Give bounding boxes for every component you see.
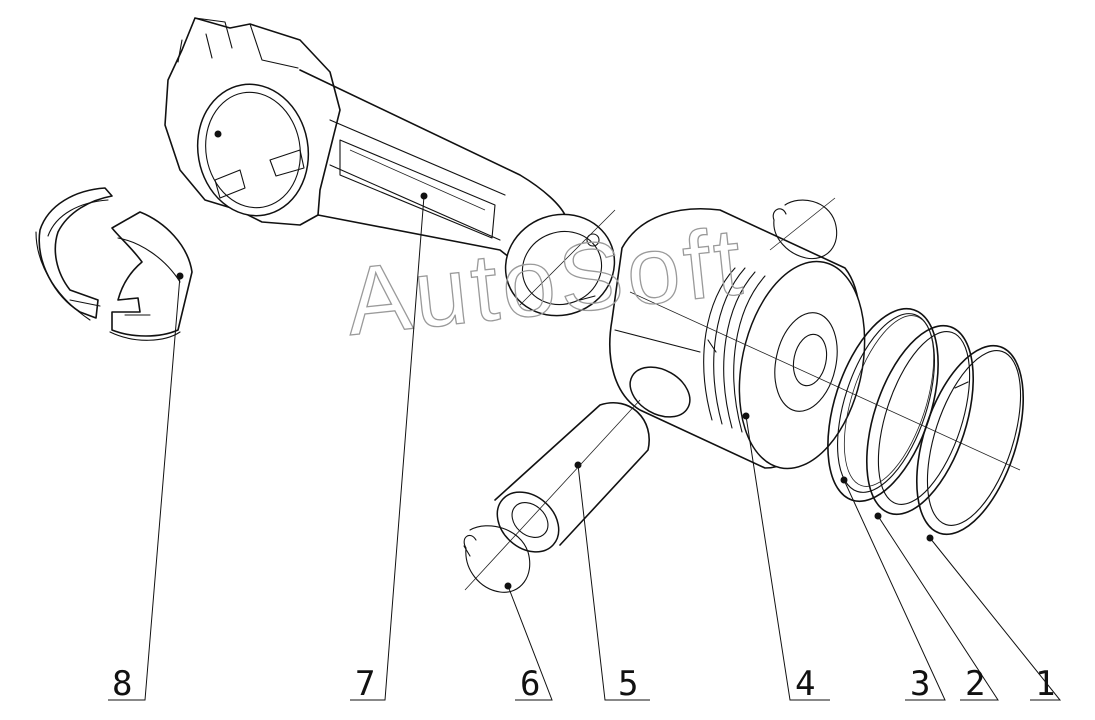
- watermark-text: AutoSoft: [341, 208, 750, 356]
- callout-7: 7: [355, 664, 375, 704]
- callout-3: 3: [910, 664, 930, 704]
- callout-8: 8: [112, 664, 132, 704]
- piston-ring-2: [865, 324, 975, 520]
- piston-pin: [464, 399, 650, 591]
- piston: [609, 197, 1021, 471]
- callout-labels: 8 7 6 5 4 3 2 1: [112, 664, 1055, 704]
- bearing-shells: [35, 187, 193, 341]
- piston-ring-3: [827, 307, 939, 503]
- callout-2: 2: [965, 664, 985, 704]
- callout-1: 1: [1035, 664, 1055, 704]
- callout-5: 5: [618, 664, 638, 704]
- callout-6: 6: [520, 664, 540, 704]
- leader-lines: [108, 195, 1062, 701]
- connecting-rod: [164, 17, 616, 317]
- callout-4: 4: [795, 664, 815, 704]
- piston-ring-1: [915, 344, 1025, 542]
